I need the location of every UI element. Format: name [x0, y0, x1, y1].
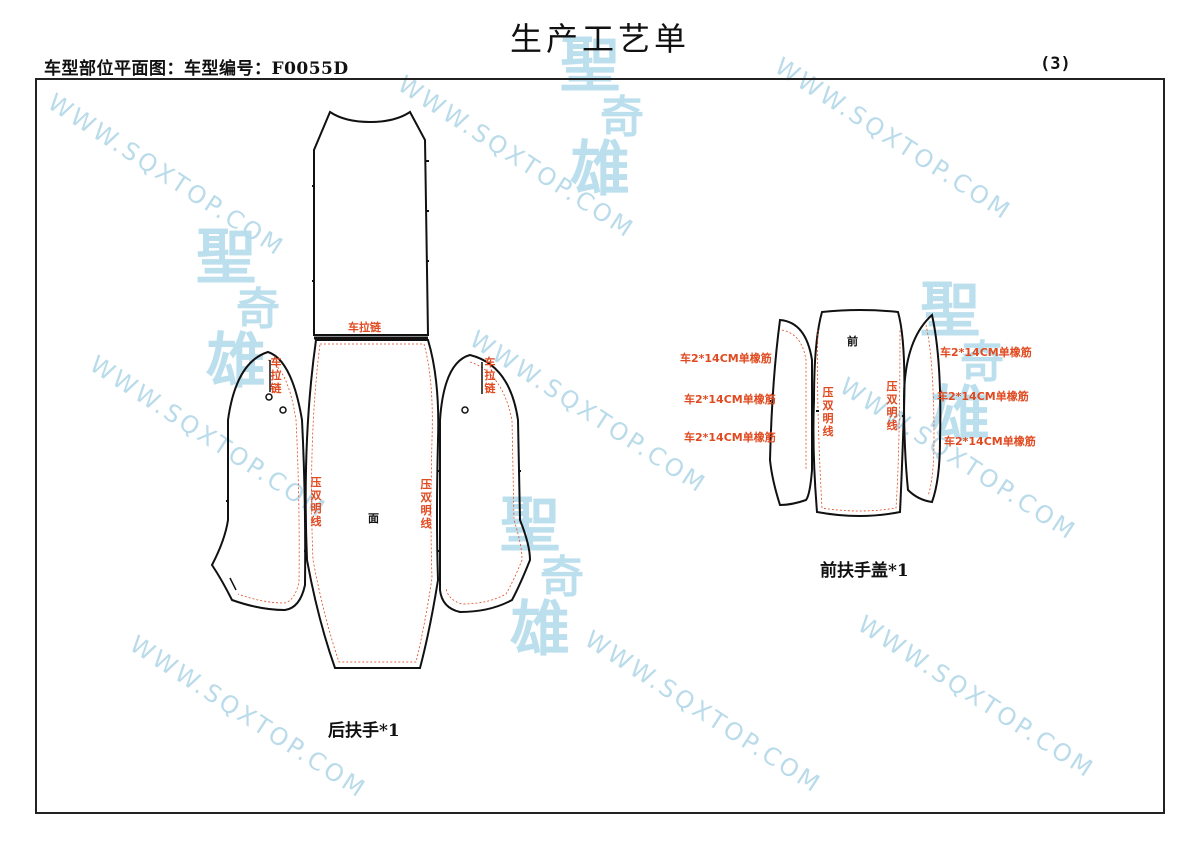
back-left-side-panel [210, 350, 307, 612]
front-left-side-panel [768, 318, 813, 507]
back-top-panel [313, 110, 430, 336]
watermark-logo: 聖 奇 雄 [196, 223, 280, 397]
front-right-side-panel [902, 313, 942, 504]
elastic-left-label-1: 车2*14CM单橡筋 [680, 352, 772, 365]
zipper-right-label: 车拉链 [484, 356, 496, 395]
elastic-left-label-3: 车2*14CM单橡筋 [684, 431, 776, 444]
face-label: 面 [368, 512, 379, 525]
drawing-frame [35, 78, 1165, 814]
page-number: (3) [1040, 54, 1071, 74]
watermark-logo: 聖 奇 雄 [500, 491, 584, 665]
elastic-right-label-3: 车2*14CM单橡筋 [944, 435, 1036, 448]
elastic-right-label-1: 车2*14CM单橡筋 [940, 346, 1032, 359]
elastic-right-label-2: 车2*14CM单橡筋 [937, 390, 1029, 403]
back-armrest-caption: 后扶手*1 [328, 721, 400, 741]
back-main-panel [304, 339, 440, 669]
front-center-panel [812, 309, 906, 517]
watermark-logo: 聖 奇 雄 [560, 31, 644, 205]
front-armrest-cover-caption: 前扶手盖*1 [820, 561, 909, 581]
zipper-top-label: 车拉链 [348, 321, 381, 334]
front-stitch-right-label: 压双明线 [886, 380, 898, 432]
zipper-left-label: 车拉链 [270, 356, 282, 395]
front-label: 前 [847, 335, 858, 348]
front-stitch-left-label: 压双明线 [822, 386, 834, 438]
elastic-left-label-2: 车2*14CM单橡筋 [684, 393, 776, 406]
model-subtitle: 车型部位平面图：车型编号：F0055D [44, 59, 349, 79]
back-right-side-panel [439, 353, 532, 614]
stitch-left-label: 压双明线 [310, 476, 322, 528]
page-title: 生产工艺单 [509, 20, 690, 58]
stitch-right-label: 压双明线 [420, 478, 432, 530]
